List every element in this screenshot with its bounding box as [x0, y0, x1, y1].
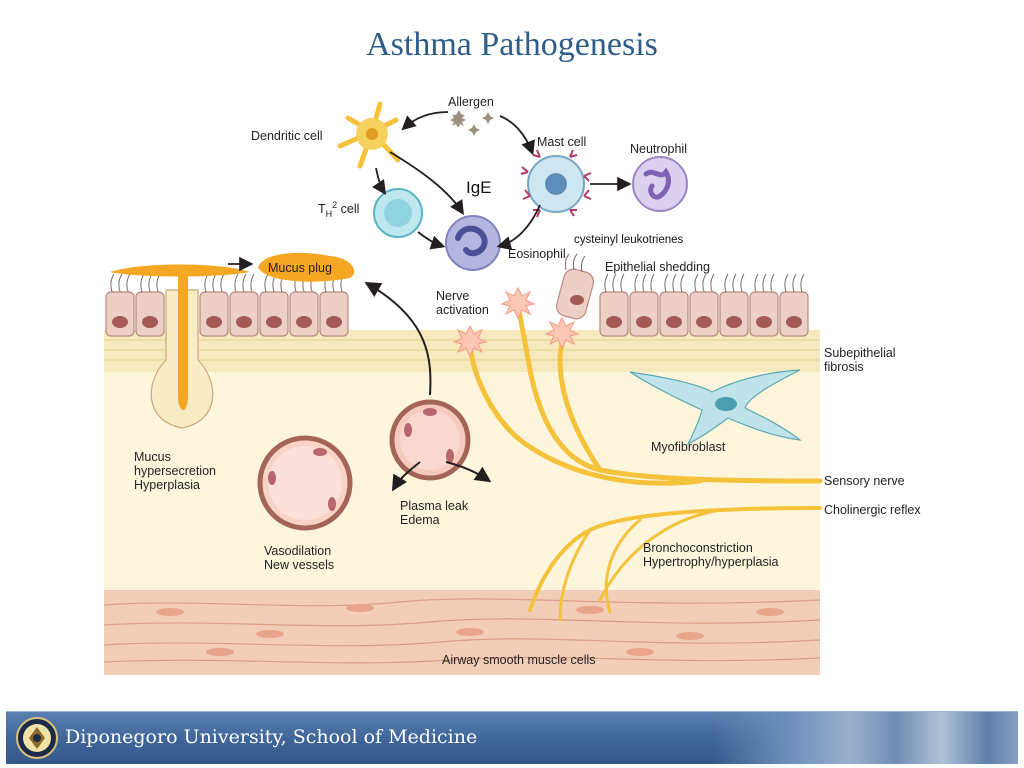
epithelium-right-nuclei: [606, 316, 802, 328]
eosinophil-label: Eosinophil: [508, 247, 566, 261]
cilia: [110, 273, 805, 293]
blood-vessel-plasma-leak: [364, 281, 492, 492]
nerve-activation-label-2: activation: [436, 303, 489, 317]
myofibroblast-label: Myofibroblast: [651, 440, 726, 454]
mucus-hypersecretion-label-3: Hyperplasia: [134, 478, 200, 492]
epithelium-left: [105, 291, 349, 337]
nerve-activation-label-1: Nerve: [436, 289, 469, 303]
blood-vessel-vasodilation: [257, 435, 353, 531]
mucus-gland: [110, 264, 250, 429]
th2-cell: [373, 188, 423, 238]
plasma-leak-label-2: Edema: [400, 513, 440, 527]
subepithelial-fibrosis-label-1: Subepithelial: [824, 346, 896, 360]
cholinergic-reflex-label: Cholinergic reflex: [824, 503, 921, 517]
sensory-nerve-label: Sensory nerve: [824, 474, 905, 488]
vasodilation-label-1: Vasodilation: [264, 544, 331, 558]
mast-cell-label: Mast cell: [537, 135, 586, 149]
dendritic-cell: [337, 101, 401, 169]
footer-text: Diponegoro University, School of Medicin…: [65, 726, 478, 748]
plasma-leak-label-1: Plasma leak: [400, 499, 469, 513]
bronchoconstriction-label-2: Hypertrophy/hyperplasia: [643, 555, 779, 569]
allergen-label: Allergen: [448, 95, 494, 109]
neutrophil: [632, 156, 688, 212]
epithelium-left-nuclei: [112, 316, 342, 328]
mucus-plug: [228, 252, 355, 282]
shed-epithelial-cell: [555, 253, 595, 320]
smooth-muscle-layer: [103, 590, 821, 675]
eosinophil: [445, 215, 501, 271]
allergen-particles: [450, 110, 494, 136]
epithelial-shedding-label: Epithelial shedding: [605, 260, 710, 274]
mucus-hypersecretion-label-2: hypersecretion: [134, 464, 216, 478]
slide-title: Asthma Pathogenesis: [366, 26, 658, 63]
dendritic-cell-label: Dendritic cell: [251, 129, 323, 143]
university-logo-icon: [16, 717, 58, 759]
neutrophil-label: Neutrophil: [630, 142, 687, 156]
nerve-activation-bursts: [452, 286, 580, 358]
immune-arrows: [372, 111, 632, 251]
th2-cell-label: TH2 cell: [318, 200, 359, 219]
mucus-hypersecretion-label-1: Mucus: [134, 450, 171, 464]
bronchoconstriction-label-1: Bronchoconstriction: [643, 541, 753, 555]
mast-cell: [520, 149, 592, 218]
epithelium-right: [599, 291, 809, 337]
ige-label: IgE: [466, 178, 492, 197]
cysteinyl-leukotrienes-label: cysteinyl leukotrienes: [574, 234, 684, 246]
subepithelial-fibrosis-label-2: fibrosis: [824, 360, 864, 374]
footer-bar: Diponegoro University, School of Medicin…: [6, 711, 1018, 764]
airway-smooth-muscle-label: Airway smooth muscle cells: [442, 653, 596, 667]
mucus-plug-label: Mucus plug: [268, 261, 332, 275]
asthma-pathogenesis-diagram: Mucus plug: [103, 95, 921, 675]
footer-photo-strip: [713, 712, 1018, 764]
sensory-nerves: [467, 299, 823, 622]
myofibroblast: [629, 369, 803, 446]
vasodilation-label-2: New vessels: [264, 558, 334, 572]
